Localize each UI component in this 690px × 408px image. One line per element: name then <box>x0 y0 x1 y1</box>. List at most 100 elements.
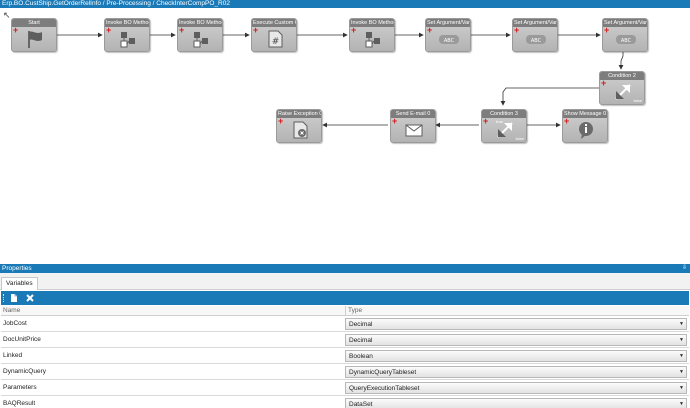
message-icon <box>579 122 593 139</box>
node-execute-custom-code[interactable]: Execute Custom Co + # <box>251 18 297 52</box>
node-label: Invoke BO Method <box>350 19 394 27</box>
add-icon[interactable]: + <box>13 25 19 35</box>
svg-text:#: # <box>272 37 280 47</box>
toolbar-grip <box>3 294 4 302</box>
table-row[interactable]: BAQResult DataSet▼ <box>1 396 689 408</box>
type-select[interactable]: DataSet▼ <box>345 398 687 408</box>
flag-icon <box>28 31 42 48</box>
node-start[interactable]: Start + <box>11 18 57 52</box>
abc-icon: ABC <box>526 35 546 44</box>
add-icon[interactable]: + <box>253 25 259 35</box>
node-set-argument-3[interactable]: Set Argument/Vari + ABC <box>602 18 648 52</box>
node-label: Show Message 0 <box>563 110 607 118</box>
node-invoke-bo-method-3[interactable]: Invoke BO Method + <box>349 18 395 52</box>
type-select[interactable]: Boolean▼ <box>345 350 687 362</box>
add-icon[interactable]: + <box>604 25 610 35</box>
chevron-down-icon[interactable]: ▼ <box>679 353 684 359</box>
type-select[interactable]: QueryExecutionTableset▼ <box>345 382 687 394</box>
node-label: Set Argument/Vari <box>513 19 557 27</box>
add-icon[interactable]: + <box>601 78 607 88</box>
chevron-down-icon[interactable]: ▼ <box>679 401 684 407</box>
node-invoke-bo-method-1[interactable]: Invoke BO Method + <box>104 18 150 52</box>
column-header-type[interactable]: Type <box>345 306 689 315</box>
node-label: Set Argument/Vari <box>426 19 470 27</box>
node-set-argument-1[interactable]: Set Argument/Vari + ABC <box>425 18 471 52</box>
node-label: Raise Exception 0 <box>277 110 321 118</box>
connector-cond2-cond3 <box>500 87 599 106</box>
variable-name[interactable]: DocUnitPrice <box>3 336 41 343</box>
chevron-down-icon[interactable]: ▼ <box>679 321 684 327</box>
svg-text:ABC: ABC <box>444 38 455 44</box>
variables-toolbar <box>1 291 689 305</box>
variable-name[interactable]: DynamicQuery <box>3 368 46 375</box>
false-branch-label: false <box>633 98 642 103</box>
method-icon <box>120 32 135 48</box>
chevron-down-icon[interactable]: ▼ <box>679 337 684 343</box>
column-header-name[interactable]: Name <box>3 307 21 314</box>
node-label: Set Argument/Vari <box>603 19 647 27</box>
delete-icon[interactable] <box>25 293 35 303</box>
type-select[interactable]: Decimal▼ <box>345 318 687 330</box>
node-invoke-bo-method-2[interactable]: Invoke BO Method + <box>177 18 223 52</box>
svg-text:ABC: ABC <box>621 38 632 44</box>
method-icon <box>365 32 380 48</box>
add-icon[interactable]: + <box>427 25 433 35</box>
table-row[interactable]: JobCost Decimal▼ <box>1 316 689 332</box>
add-icon[interactable]: + <box>106 25 112 35</box>
abc-icon: ABC <box>439 35 459 44</box>
chevron-down-icon[interactable]: ▼ <box>679 369 684 375</box>
condition-icon <box>497 122 513 138</box>
method-icon <box>193 32 208 48</box>
properties-tabs: Variables <box>0 273 690 290</box>
table-row[interactable]: Linked Boolean▼ <box>1 348 689 364</box>
variable-name[interactable]: Parameters <box>3 384 37 391</box>
node-condition-2[interactable]: Condition 2 + false <box>599 71 645 105</box>
variable-name[interactable]: Linked <box>3 352 23 359</box>
true-branch-label: true <box>496 119 503 124</box>
add-icon[interactable]: + <box>278 116 284 126</box>
node-raise-exception[interactable]: Raise Exception 0 + <box>276 109 322 143</box>
connector-setarg3-cond2 <box>618 50 624 70</box>
node-label: Condition 3 <box>482 110 526 118</box>
add-icon[interactable]: + <box>351 25 357 35</box>
new-document-icon[interactable] <box>9 293 19 303</box>
node-label: Start <box>12 19 56 27</box>
add-icon[interactable]: + <box>179 25 185 35</box>
exception-icon <box>293 121 308 139</box>
tab-variables[interactable]: Variables <box>1 277 38 290</box>
properties-title: Properties <box>2 265 32 272</box>
condition-icon <box>615 84 631 100</box>
add-icon[interactable]: + <box>564 116 570 126</box>
add-icon[interactable]: + <box>392 116 398 126</box>
email-icon <box>405 124 423 137</box>
table-row[interactable]: DocUnitPrice Decimal▼ <box>1 332 689 348</box>
properties-header: Properties ⇩ <box>0 264 690 273</box>
add-icon[interactable]: + <box>483 116 489 126</box>
grid-header: Name Type <box>1 306 689 316</box>
type-select[interactable]: DynamicQueryTableset▼ <box>345 366 687 378</box>
table-row[interactable]: Parameters QueryExecutionTableset▼ <box>1 380 689 396</box>
directive-path: Erp.BO.CustShip.GetOrderRelInfo / Pre-Pr… <box>2 0 230 7</box>
node-show-message[interactable]: Show Message 0 + <box>562 109 608 143</box>
node-send-email[interactable]: Send E-mail 0 + <box>390 109 436 143</box>
cursor-icon: ↖ <box>3 10 11 20</box>
node-set-argument-2[interactable]: Set Argument/Vari + ABC <box>512 18 558 52</box>
node-label: Execute Custom Co <box>252 19 296 27</box>
type-select[interactable]: Decimal▼ <box>345 334 687 346</box>
table-row[interactable]: DynamicQuery DynamicQueryTableset▼ <box>1 364 689 380</box>
svg-text:ABC: ABC <box>531 38 542 44</box>
variables-grid: Name Type JobCost Decimal▼ DocUnitPrice … <box>1 306 689 408</box>
false-branch-label: false <box>515 136 524 141</box>
chevron-down-icon[interactable]: ▼ <box>679 385 684 391</box>
workflow-canvas[interactable]: ↖ Start + Invoke BO Method + Invoke BO M… <box>0 8 690 264</box>
node-label: Condition 2 <box>600 72 644 80</box>
variable-name[interactable]: JobCost <box>3 320 27 327</box>
title-bar: Erp.BO.CustShip.GetOrderRelInfo / Pre-Pr… <box>0 0 690 8</box>
variable-name[interactable]: BAQResult <box>3 400 36 407</box>
code-icon: # <box>268 30 283 48</box>
pin-icon[interactable]: ⇩ <box>681 265 687 271</box>
abc-icon: ABC <box>616 35 636 44</box>
add-icon[interactable]: + <box>514 25 520 35</box>
node-condition-3[interactable]: Condition 3 + true false <box>481 109 527 143</box>
node-label: Send E-mail 0 <box>391 110 435 118</box>
